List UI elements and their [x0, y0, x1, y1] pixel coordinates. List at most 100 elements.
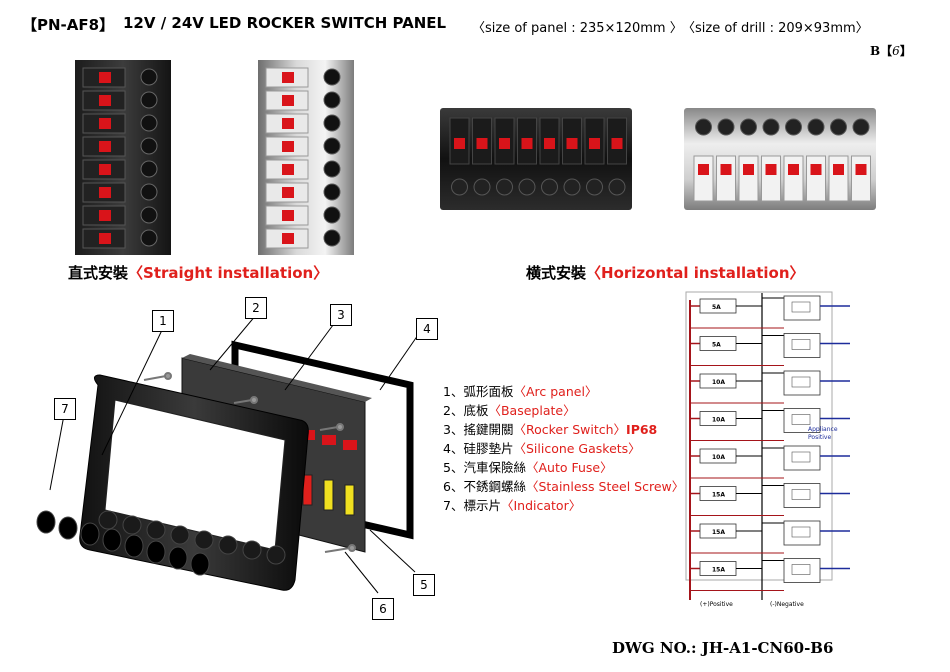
indicator-disc	[717, 118, 735, 136]
indicator-disc	[36, 510, 56, 534]
callout-7: 7	[54, 398, 76, 420]
rocker-switch	[99, 118, 111, 129]
legend-item: 6、不銹鋼螺絲〈Stainless Steel Screw〉	[443, 479, 685, 494]
rocker-switch	[282, 95, 294, 106]
indicator-disc	[608, 178, 626, 196]
switch-inner	[791, 376, 811, 388]
horizontal-caption-cn: 横式安裝	[526, 264, 587, 282]
fuse-label: 10A	[712, 379, 725, 386]
indicator-disc	[323, 91, 341, 109]
indicator-disc	[852, 118, 870, 136]
rocker-switch	[99, 210, 111, 221]
rocker-switch-symbol	[783, 445, 821, 471]
callout-6: 6	[372, 598, 394, 620]
negative-label: (-)Negative	[770, 601, 804, 608]
indicator-disc	[473, 178, 491, 196]
switch-inner	[791, 564, 811, 575]
switch-inner	[791, 489, 811, 500]
indicator-disc	[140, 137, 158, 155]
switch-inner	[791, 414, 811, 425]
legend-item: 3、搖鍵開關〈Rocker Switch〉IP68	[443, 422, 658, 437]
rocker-switch-symbol	[783, 483, 821, 508]
callout-1: 1	[152, 310, 174, 332]
indicator-disc	[323, 160, 341, 178]
rocker-switch	[282, 72, 294, 83]
arc-panel-hole	[146, 520, 166, 540]
rocker-switch-symbol	[783, 558, 821, 583]
legend-item: 1、弧形面板〈Arc panel〉	[443, 384, 598, 399]
exploded-view-diagram	[36, 314, 419, 594]
auto-fuse	[344, 484, 355, 516]
rocker-switch	[99, 164, 111, 175]
rocker-switch	[566, 138, 578, 149]
arc-panel-hole	[170, 525, 190, 545]
fuse-label: 5A	[712, 342, 721, 349]
horizontal-installation-caption: 横式安裝〈Horizontal installation〉	[526, 262, 805, 283]
rocker-switch	[322, 435, 336, 445]
indicator-disc	[323, 68, 341, 86]
indicator-disc	[323, 114, 341, 132]
indicator-disc	[740, 118, 757, 136]
indicator-disc	[124, 534, 144, 558]
indicator-disc	[541, 178, 558, 196]
arc-panel-hole	[98, 510, 118, 530]
switch-slot	[716, 155, 736, 202]
appliance-label-1: Appliance	[808, 426, 838, 433]
callout-5: 5	[413, 574, 435, 596]
page-num: 6	[892, 44, 900, 58]
indicator-discs	[36, 510, 210, 576]
indicator-disc	[518, 178, 536, 196]
screws	[143, 372, 356, 553]
arc-panel-hole	[218, 535, 238, 555]
rocker-switch	[698, 164, 709, 175]
rocker-switch	[282, 187, 294, 198]
vertical-silver-panel	[258, 60, 354, 255]
switch-inner	[791, 526, 811, 538]
parts-legend: 1、弧形面板〈Arc panel〉 2、底板〈Baseplate〉 3、搖鍵開關…	[443, 382, 684, 515]
rocker-switch-symbol	[783, 295, 821, 321]
indicator-disc	[323, 183, 341, 201]
rocker-switch	[282, 141, 294, 152]
appliance-label-2: Positive	[808, 434, 831, 441]
legend-item: 5、汽車保險絲〈Auto Fuse〉	[443, 460, 613, 475]
rocker-switch-symbol	[783, 370, 821, 396]
indicator-disc	[140, 206, 158, 224]
rocker-switch	[765, 164, 777, 175]
indicator-disc	[140, 91, 158, 109]
rocker-switch	[343, 440, 357, 450]
rocker-switch-symbol	[783, 408, 821, 433]
fuse-label: 5A	[712, 304, 721, 311]
rocker-switch	[521, 138, 533, 149]
page-number: B【6】	[870, 44, 912, 58]
rocker-switch	[99, 141, 111, 152]
indicator-disc	[140, 229, 158, 247]
callout-2: 2	[245, 297, 267, 319]
indicator-disc	[785, 118, 802, 136]
arc-panel-hole	[266, 545, 286, 565]
arc-panel-hole	[242, 540, 262, 560]
rocker-switch-symbol	[783, 520, 821, 546]
indicator-disc	[323, 137, 341, 155]
drawing-number: DWG NO.: JH-A1-CN60-B6	[612, 639, 834, 657]
rocker-switch	[99, 95, 111, 106]
straight-installation-caption: 直式安裝〈Straight installation〉	[68, 262, 328, 283]
indicator-disc	[80, 522, 100, 546]
rocker-switch	[544, 138, 555, 149]
rocker-switch	[499, 138, 510, 149]
fuse-label: 10A	[712, 454, 725, 461]
indicator-disc	[190, 552, 210, 576]
indicator-disc	[140, 183, 158, 201]
fuse-label: 15A	[712, 567, 725, 574]
indicator-disc	[168, 546, 188, 570]
indicator-disc	[496, 178, 513, 196]
panel-size: 〈size of panel : 235×120mm 〉	[472, 21, 683, 36]
vertical-black-panel	[75, 60, 171, 255]
indicator-disc	[323, 206, 341, 224]
positive-label: (+)Positive	[700, 601, 733, 608]
auto-fuse	[323, 479, 334, 511]
indicator-disc	[563, 178, 581, 196]
indicator-disc	[58, 516, 78, 540]
arc-panel-hole	[194, 530, 214, 550]
legend-item: 7、標示片〈Indicator〉	[443, 498, 582, 513]
